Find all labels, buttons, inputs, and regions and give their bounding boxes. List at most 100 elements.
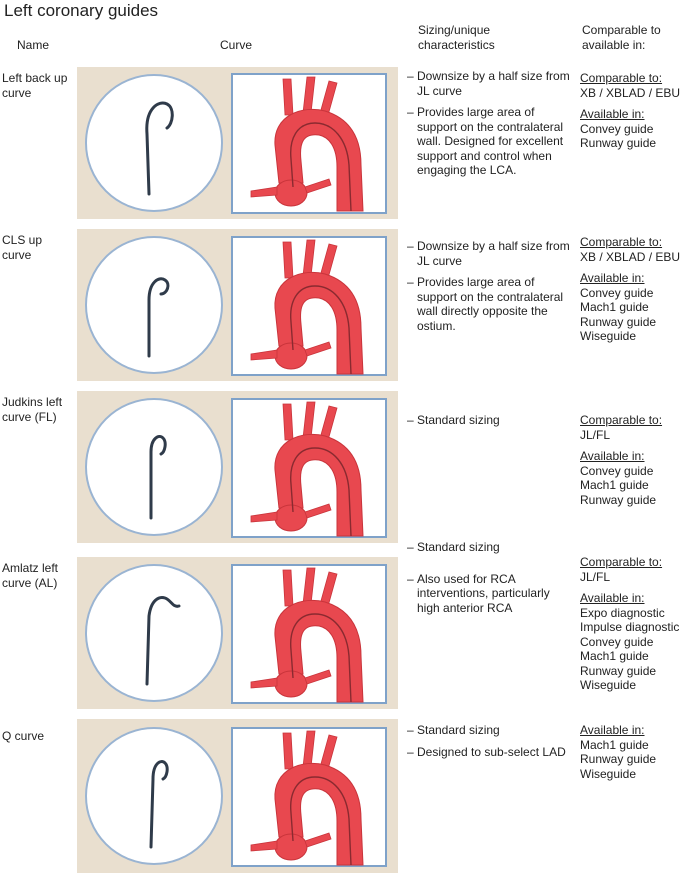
aorta-part	[282, 403, 294, 441]
catheter-line	[149, 760, 169, 849]
characteristics: Standard sizing	[407, 413, 575, 435]
availability: Comparable to: XB / XBLAD / EBU Availabl…	[580, 235, 684, 351]
available-item: Expo diagnostic	[580, 605, 665, 620]
curve-name: CLS up curve	[2, 233, 43, 262]
aorta-part	[302, 76, 316, 114]
availability: Comparable to: XB / XBLAD / EBU Availabl…	[580, 71, 684, 158]
aorta-part	[250, 511, 278, 523]
availability: Comparable to: JL/FL Available in: Expo …	[580, 555, 684, 700]
available-item: Runway guide	[580, 663, 657, 678]
comparable-item: XB / XBLAD / EBU	[580, 85, 681, 100]
availability: Available in: Mach1 guide Runway guide W…	[580, 723, 684, 788]
header-curve: Curve	[220, 38, 253, 52]
aorta-part	[282, 732, 294, 770]
comparable-item: JL/FL	[580, 569, 611, 584]
aorta-part	[304, 669, 332, 685]
characteristics: Downsize by a half size from JL curve Pr…	[407, 239, 575, 340]
header-name: Name	[17, 38, 50, 52]
characteristics: Downsize by a half size from JL curve Pr…	[407, 69, 575, 185]
char-item: Designed to sub-select LAD	[407, 745, 575, 760]
curve-name: Judkins left curve (FL)	[2, 395, 63, 424]
aorta-part	[302, 567, 316, 605]
aorta-part	[290, 613, 352, 703]
char-item: Downsize by a half size from JL curve	[407, 69, 575, 98]
available-label: Available in:	[580, 591, 645, 605]
available-item: Runway guide	[580, 492, 657, 507]
aorta-part	[274, 342, 308, 370]
aorta-part	[274, 504, 308, 532]
available-item: Convey guide	[580, 285, 654, 300]
available-item: Mach1 guide	[580, 737, 649, 752]
characteristics: Standard sizing Designed to sub-select L…	[407, 723, 575, 766]
curve-name: Amlatz left curve (AL)	[2, 561, 59, 590]
aorta-part	[274, 271, 364, 375]
available-item: Convey guide	[580, 634, 654, 649]
available-item: Wiseguide	[580, 766, 637, 781]
available-item: Wiseguide	[580, 678, 637, 692]
aorta-part	[304, 832, 332, 848]
char-item: Standard sizing	[407, 540, 575, 555]
available-label: Available in:	[580, 449, 645, 463]
available-label: Available in:	[580, 271, 645, 285]
curve-panel	[77, 391, 398, 543]
aorta-diagram	[231, 236, 387, 376]
aorta-part	[290, 447, 352, 537]
characteristics: Standard sizing Also used for RCA interv…	[407, 540, 575, 622]
catheter-line	[149, 435, 167, 520]
aorta-svg	[250, 239, 364, 375]
catheter-shape-image	[85, 236, 223, 374]
aorta-part	[304, 341, 332, 357]
catheter-shape-image	[85, 727, 223, 865]
available-item: Wiseguide	[580, 329, 637, 343]
aorta-part	[290, 285, 352, 375]
available-item: Mach1 guide	[580, 478, 649, 492]
aorta-part	[282, 78, 294, 116]
curve-panel	[77, 229, 398, 381]
aorta-part	[274, 833, 308, 861]
comparable-item: XB / XBLAD / EBU	[580, 249, 681, 264]
aorta-part	[290, 122, 352, 212]
catheter-shape-image	[85, 74, 223, 212]
aorta-part	[290, 776, 352, 866]
catheter-line	[145, 101, 174, 196]
aorta-diagram	[231, 398, 387, 538]
catheter-line	[147, 277, 170, 358]
aorta-part	[274, 599, 364, 703]
curve-name: Q curve	[2, 729, 45, 743]
aorta-part	[274, 762, 364, 866]
comparable-label: Comparable to:	[580, 413, 663, 427]
catheter-curve-svg	[145, 101, 174, 196]
aorta-part	[282, 241, 294, 279]
available-item: Runway guide	[580, 752, 657, 766]
catheter-curve-svg	[149, 435, 167, 520]
catheter-curve-svg	[149, 760, 169, 849]
comparable-label: Comparable to:	[580, 235, 663, 249]
available-item: Runway guide	[580, 314, 657, 329]
char-item: Provides large area of support on the co…	[407, 105, 575, 178]
catheter-curve-svg	[145, 596, 181, 686]
aorta-svg	[250, 401, 364, 537]
aorta-part	[304, 503, 332, 519]
aorta-part	[250, 677, 278, 689]
aorta-part	[274, 179, 308, 207]
aorta-part	[302, 401, 316, 439]
aorta-part	[282, 569, 294, 607]
aorta-diagram	[231, 727, 387, 867]
available-label: Available in:	[580, 107, 645, 121]
header-characteristics: Sizing/unique characteristics	[418, 23, 495, 52]
aorta-svg	[250, 730, 364, 866]
available-item: Mach1 guide	[580, 649, 649, 663]
available-item: Runway guide	[580, 136, 657, 150]
curve-panel	[77, 557, 398, 709]
comparable-label: Comparable to:	[580, 71, 663, 85]
aorta-part	[274, 433, 364, 537]
aorta-part	[302, 239, 316, 277]
available-label: Available in:	[580, 723, 645, 737]
char-item: Also used for RCA interventions, particu…	[407, 572, 575, 616]
available-item: Impulse diagnostic	[580, 620, 680, 634]
aorta-svg	[250, 76, 364, 212]
aorta-part	[250, 840, 278, 852]
catheter-shape-image	[85, 564, 223, 702]
aorta-part	[304, 178, 332, 194]
header-comparable: Comparable to available in:	[582, 23, 661, 52]
